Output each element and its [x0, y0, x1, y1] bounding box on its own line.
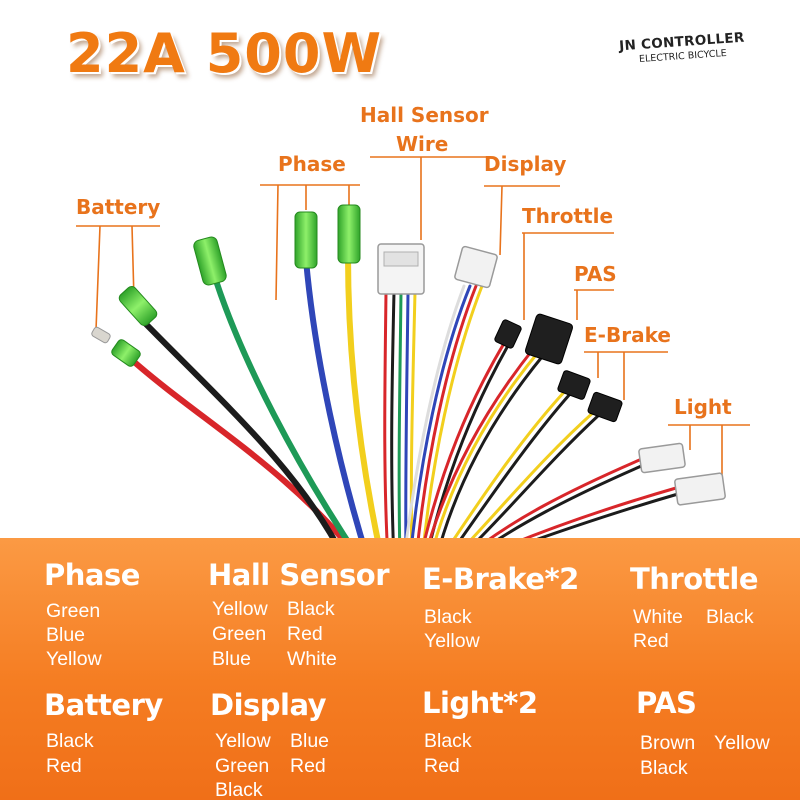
wire-green-phase: [209, 265, 363, 560]
leader-lines: [76, 156, 750, 478]
legend-throttle-item: Red: [633, 630, 669, 652]
legend-pas-item: Yellow: [714, 732, 770, 754]
wiring-illustration: [76, 156, 750, 560]
display-connector: [454, 245, 498, 289]
legend-hall-item: White: [287, 648, 337, 670]
legend-throttle-item: Black: [706, 606, 754, 628]
phase-connector-blue: [294, 211, 318, 269]
label-hall-sensor-line2: Wire: [396, 132, 449, 156]
wire-bundle: [129, 252, 680, 560]
battery-bullet-tip: [91, 326, 111, 344]
label-ebrake: E-Brake: [584, 323, 671, 347]
wire-throttle-red: [418, 338, 508, 560]
wire-display-blue: [408, 284, 472, 560]
wire-hall-green: [397, 290, 403, 560]
wire-pas-yellow: [428, 348, 542, 560]
legend-light-title: Light*2: [422, 686, 538, 720]
legend-hall-title: Hall Sensor: [208, 558, 390, 592]
wire-hall-yellow: [409, 290, 417, 560]
legend-hall-item: Black: [287, 598, 335, 620]
pas-connector: [524, 313, 574, 365]
legend-display-item: Green: [215, 755, 270, 777]
battery-connector-black: [118, 286, 158, 326]
leader-hall: [370, 156, 488, 240]
phase-connector-yellow: [337, 204, 361, 264]
legend-battery-item: Black: [46, 730, 94, 752]
leader-phase: [260, 184, 360, 301]
label-hall-sensor-line1: Hall Sensor: [360, 103, 489, 127]
battery-connector-red: [111, 339, 141, 367]
legend-phase-title: Phase: [44, 558, 140, 592]
legend-display-item: Red: [290, 755, 326, 777]
wire-pas-red: [422, 346, 536, 560]
legend-phase-item: Yellow: [46, 648, 102, 670]
legend-hall-item: Yellow: [212, 598, 268, 620]
phase-connectors: [193, 204, 361, 286]
legend-pas-item: Brown: [640, 732, 696, 754]
wire-display-red: [414, 284, 478, 560]
leader-light: [668, 424, 750, 478]
legend-display-item: Yellow: [215, 730, 271, 752]
wire-color-legend: Phase Green Blue Yellow Hall Sensor Yell…: [0, 538, 800, 800]
ebrake-connector-2: [587, 391, 623, 423]
legend-phase-item: Blue: [46, 624, 86, 646]
hall-sensor-connector: [377, 243, 425, 295]
legend-light-item: Black: [424, 730, 472, 752]
wire-hall-red: [383, 290, 390, 560]
wire-hall-blue: [404, 290, 410, 560]
phase-connector-green: [193, 236, 227, 286]
label-display: Display: [484, 152, 567, 176]
wire-red-battery: [129, 357, 363, 560]
headline-title: 22A 500W: [66, 22, 383, 85]
legend-throttle-title: Throttle: [630, 562, 759, 596]
leader-ebrake: [584, 351, 668, 400]
legend-display-title: Display: [210, 688, 327, 722]
wire-display-white: [402, 284, 466, 560]
ebrake-connectors: [557, 370, 623, 423]
legend-ebrake-item: Yellow: [424, 630, 480, 652]
light-connectors: [638, 442, 726, 506]
battery-connectors: [91, 286, 158, 367]
wire-hall-black: [390, 290, 396, 560]
legend-throttle-item: White: [633, 606, 683, 628]
wire-black-battery: [139, 317, 348, 560]
legend-hall-item: Blue: [212, 648, 252, 670]
wire-blue-phase: [303, 257, 371, 560]
wire-display-yellow: [420, 284, 484, 560]
legend-pas-title: PAS: [636, 686, 697, 720]
label-pas: PAS: [574, 262, 617, 286]
leader-throttle: [522, 232, 614, 320]
legend-battery-item: Red: [46, 755, 82, 777]
label-light: Light: [674, 395, 732, 419]
legend-hall-item: Red: [287, 623, 323, 645]
throttle-connector: [494, 319, 522, 349]
legend-display-item: Black: [215, 779, 263, 800]
legend-ebrake-title: E-Brake*2: [422, 562, 579, 596]
wire-pas-black: [434, 350, 548, 560]
label-battery: Battery: [76, 195, 161, 219]
legend-light-item: Red: [424, 755, 460, 777]
leader-display: [484, 185, 560, 256]
light-connector-2: [674, 472, 726, 506]
legend-hall-item: Green: [212, 623, 267, 645]
legend-display-item: Blue: [290, 730, 330, 752]
wire-yellow-phase: [345, 252, 385, 560]
ebrake-connector-1: [557, 370, 591, 400]
legend-pas-item: Black: [640, 757, 688, 779]
label-phase: Phase: [278, 152, 346, 176]
label-throttle: Throttle: [522, 204, 614, 228]
leader-pas: [574, 289, 614, 320]
legend-phase-item: Green: [46, 600, 101, 622]
light-connector-1: [638, 442, 686, 474]
legend-battery-title: Battery: [44, 688, 163, 722]
legend-ebrake-item: Black: [424, 606, 472, 628]
